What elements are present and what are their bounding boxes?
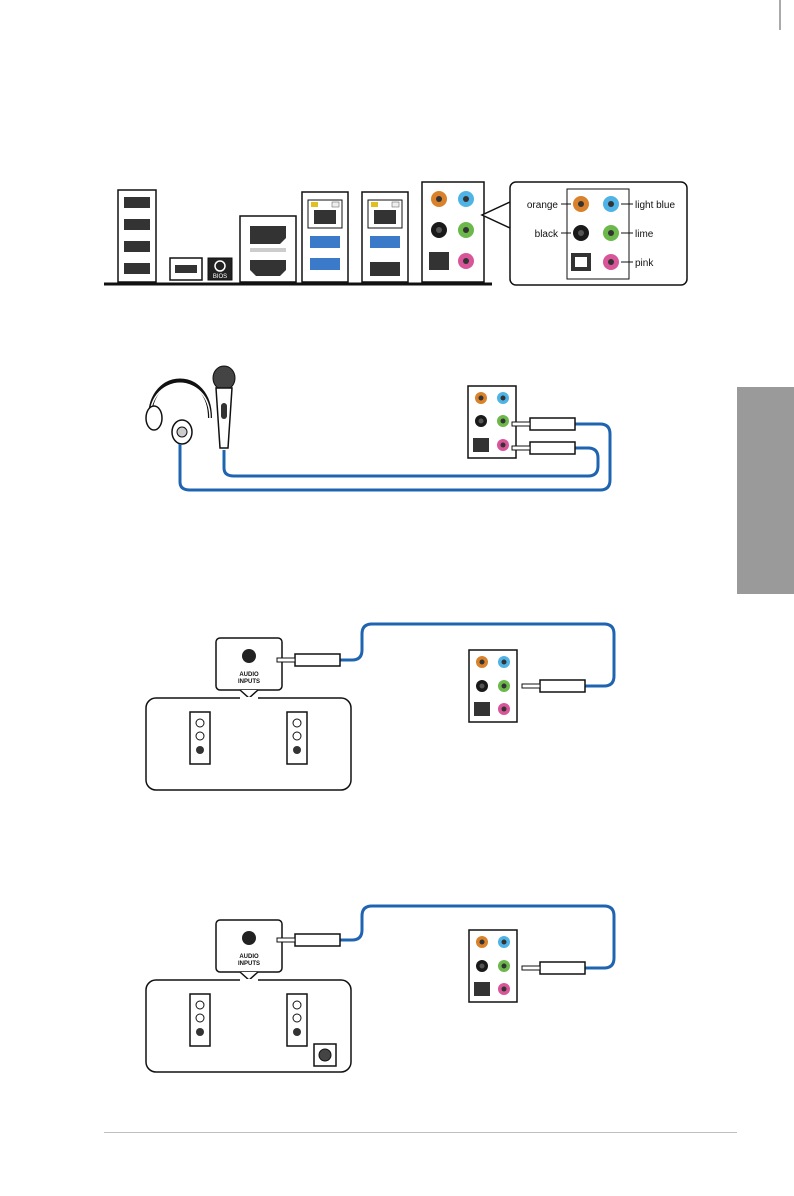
audio-inputs-label-1: AUDIO <box>239 672 259 678</box>
headphone-mic-diagram <box>130 358 620 498</box>
device-plug-icon <box>277 654 340 666</box>
audio-jack-panel-icon <box>469 650 517 722</box>
black-label: black <box>535 229 559 240</box>
panel-plug-icon <box>522 962 585 974</box>
audio-jack-panel-icon <box>468 386 516 458</box>
lan-usb3-typec-stack-icon <box>362 192 408 282</box>
crop-mark <box>0 0 794 40</box>
displayport-hdmi-icon <box>240 216 296 282</box>
lime-label: lime <box>635 229 654 240</box>
headphone-icon <box>146 381 210 445</box>
microphone-icon <box>213 366 235 448</box>
audio-input-jack-icon <box>242 649 256 663</box>
light-blue-label: light blue <box>635 200 675 211</box>
audio-input-jack-icon <box>242 931 256 945</box>
device-plug-icon <box>277 934 340 946</box>
audio-inputs-device: AUDIO INPUTS <box>216 638 282 690</box>
jack-legend-callout: orange black light blue lime pink <box>509 181 689 287</box>
chapter-side-tab <box>737 387 794 594</box>
rear-io-panel: BIOS <box>104 180 494 290</box>
audio-inputs-label-2: INPUTS <box>238 679 260 685</box>
headphone-plug-icon <box>512 418 575 430</box>
mic-plug-icon <box>512 442 575 454</box>
footer-rule <box>104 1132 737 1133</box>
bios-button-icon: BIOS <box>208 258 232 280</box>
audio-inputs-label-2: INPUTS <box>238 961 260 967</box>
bios-label: BIOS <box>213 274 227 280</box>
pink-label: pink <box>635 258 654 269</box>
left-speaker-icon <box>190 994 210 1046</box>
speaker-subwoofer-diagram: AUDIO INPUTS <box>140 902 625 1077</box>
usb-port-icon <box>170 258 202 280</box>
panel-plug-icon <box>522 680 585 692</box>
stereo-speaker-diagram: AUDIO INPUTS <box>140 620 625 795</box>
left-speaker-icon <box>190 712 210 764</box>
lan-usb3-stack-icon <box>302 192 348 282</box>
headphone-cable <box>180 424 610 490</box>
right-speaker-icon <box>287 994 307 1046</box>
subwoofer-icon <box>314 1044 336 1066</box>
audio-jack-panel-icon <box>469 930 517 1002</box>
right-speaker-icon <box>287 712 307 764</box>
usb-stack-icon <box>118 190 156 282</box>
audio-jack-panel-icon <box>422 182 484 282</box>
audio-inputs-label-1: AUDIO <box>239 954 259 960</box>
orange-label: orange <box>527 200 559 211</box>
audio-inputs-device: AUDIO INPUTS <box>216 920 282 972</box>
